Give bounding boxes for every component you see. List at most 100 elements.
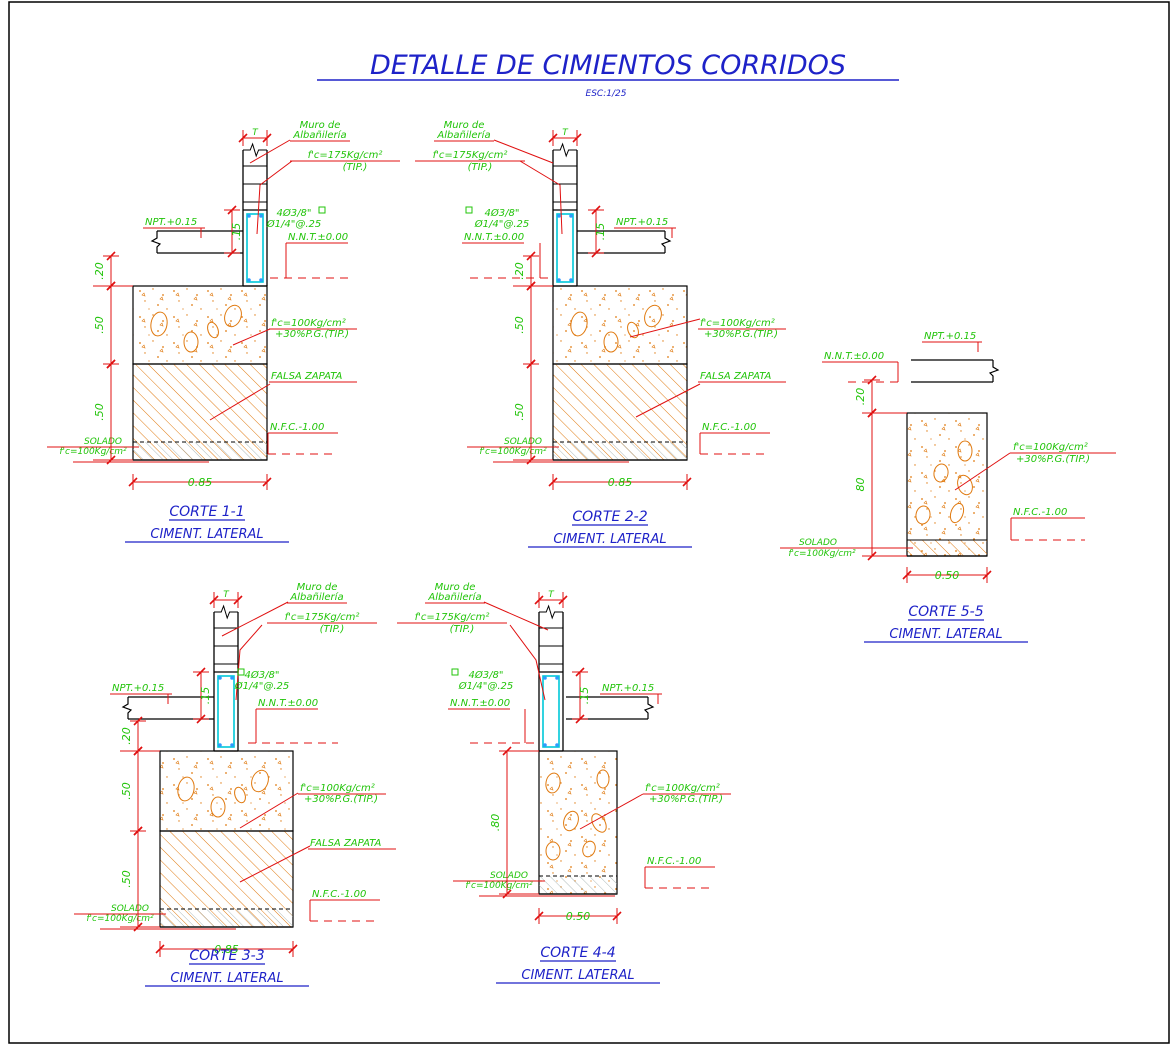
fc100-leader: [579, 793, 644, 830]
width-dim-label: 0.50: [935, 569, 960, 582]
rebar-dot: [259, 278, 263, 282]
fc100-leader: [232, 328, 271, 346]
section-s5: NPT.+0.15N.N.T.±0.00.2080f'c=100Kg/cm²+3…: [780, 331, 1116, 643]
tip-label: (TIP.): [450, 624, 475, 635]
cimiento-corrido: [906, 412, 988, 557]
stone: [957, 440, 973, 462]
stirrup: [556, 213, 574, 283]
fc175-leader: [509, 624, 546, 701]
solado-label: SOLADO: [490, 871, 528, 881]
rebar-label-1: 4Ø3/8": [245, 669, 280, 681]
width-dim-label: 0.85: [608, 476, 633, 489]
rebar-dot: [543, 676, 547, 680]
rebar-label-1: 4Ø3/8": [485, 207, 520, 219]
stone: [251, 769, 269, 793]
fc175-label: f'c=175Kg/cm²: [433, 150, 508, 161]
stone: [150, 311, 168, 337]
muro-label-1: Muro de: [444, 120, 485, 131]
fc175-leader: [519, 160, 563, 235]
pg-label: +30%P.G.(TIP.): [704, 329, 778, 340]
floor-slab: [911, 359, 1000, 383]
solado-fc-label: f'c=100Kg/cm²: [788, 549, 856, 559]
rebar-dot: [555, 743, 559, 747]
solado-fc-label: f'c=100Kg/cm²: [465, 881, 533, 891]
dim-20-label: .20: [93, 262, 106, 280]
fc100-leader: [954, 452, 1011, 491]
rebar-label-1: 4Ø3/8": [469, 669, 504, 681]
stone: [591, 813, 607, 833]
nfc-label: N.F.C.-1.00: [1013, 507, 1067, 518]
pg-label: +30%P.G.(TIP.): [1016, 454, 1090, 465]
T-label: T: [223, 590, 230, 600]
solado-label: SOLADO: [799, 538, 837, 548]
stone: [603, 331, 619, 353]
nnt-label: N.N.T.±0.00: [288, 232, 348, 243]
rebar-dot: [555, 676, 559, 680]
solado-fill: [160, 909, 293, 927]
fc100-leader: [239, 792, 299, 829]
solado-label: SOLADO: [84, 437, 122, 447]
tip-label: (TIP.): [320, 624, 345, 635]
fc100-label: f'c=100Kg/cm²: [700, 318, 775, 329]
fc100-leader: [629, 318, 701, 338]
slab-break: [988, 360, 1000, 382]
stone: [545, 841, 561, 861]
stone: [644, 304, 662, 328]
dim-50-top-label: .50: [513, 316, 526, 334]
corte-title: CORTE 2-2: [572, 509, 647, 525]
fc100-label: f'c=100Kg/cm²: [645, 783, 720, 794]
solado-fc-label: f'c=100Kg/cm²: [86, 914, 154, 924]
corte-subtitle: CIMENT. LATERAL: [150, 527, 263, 542]
falsa-leader: [239, 845, 311, 883]
nnt-label: N.N.T.±0.00: [258, 698, 318, 709]
dim-50-bottom-label: .50: [93, 403, 106, 421]
wall-break: [243, 142, 267, 158]
rebar-dot: [247, 214, 251, 218]
stirrup-symbol: [451, 668, 459, 676]
wall-break: [539, 604, 563, 620]
stone: [596, 769, 610, 789]
fc175-leader: [235, 624, 263, 701]
stone: [933, 463, 949, 483]
rebar-label-2: Ø1/4"@.25: [458, 680, 513, 692]
corte-title: CORTE 1-1: [169, 504, 244, 520]
stone: [224, 304, 242, 328]
sheet-scale: ESC:1/25: [586, 89, 627, 99]
dim-50-bottom-label: .50: [120, 870, 133, 888]
sheet-border: [8, 1, 1170, 1044]
fc175-label: f'c=175Kg/cm²: [308, 150, 383, 161]
rebar-label-2: Ø1/4"@.25: [234, 680, 289, 692]
dim-50-top-label: .50: [93, 316, 106, 334]
falsa-label: FALSA ZAPATA: [310, 838, 381, 849]
slab-break: [660, 231, 672, 253]
dim-15-label: .15: [594, 223, 607, 241]
falsa-label: FALSA ZAPATA: [271, 371, 342, 382]
corte-title: CORTE 4-4: [540, 945, 615, 961]
nnt-label: N.N.T.±0.00: [450, 698, 510, 709]
nfc-label: N.F.C.-1.00: [647, 856, 701, 867]
stirrup: [217, 675, 235, 748]
muro-label-1: Muro de: [297, 582, 338, 593]
T-label: T: [562, 128, 569, 138]
stone: [570, 311, 588, 337]
rebar-label-2: Ø1/4"@.25: [266, 218, 321, 230]
fc175-label: f'c=175Kg/cm²: [285, 612, 360, 623]
slab-break: [150, 231, 162, 253]
dim-80-label: .80: [489, 814, 502, 832]
floor-slab: [577, 230, 672, 254]
fc100-label: f'c=100Kg/cm²: [300, 783, 375, 794]
stone: [915, 505, 931, 525]
stirrup-symbol: [465, 206, 473, 214]
fc100-label: f'c=100Kg/cm²: [1013, 442, 1088, 453]
pg-label: +30%P.G.(TIP.): [649, 794, 723, 805]
muro-label-1: Muro de: [435, 582, 476, 593]
wall-break: [553, 142, 577, 158]
rebar-label-2: Ø1/4"@.25: [474, 218, 529, 230]
solado-fc-label: f'c=100Kg/cm²: [59, 447, 127, 457]
rebar-dot: [247, 278, 251, 282]
solado-label: SOLADO: [504, 437, 542, 447]
dim-20-label: .20: [513, 262, 526, 280]
